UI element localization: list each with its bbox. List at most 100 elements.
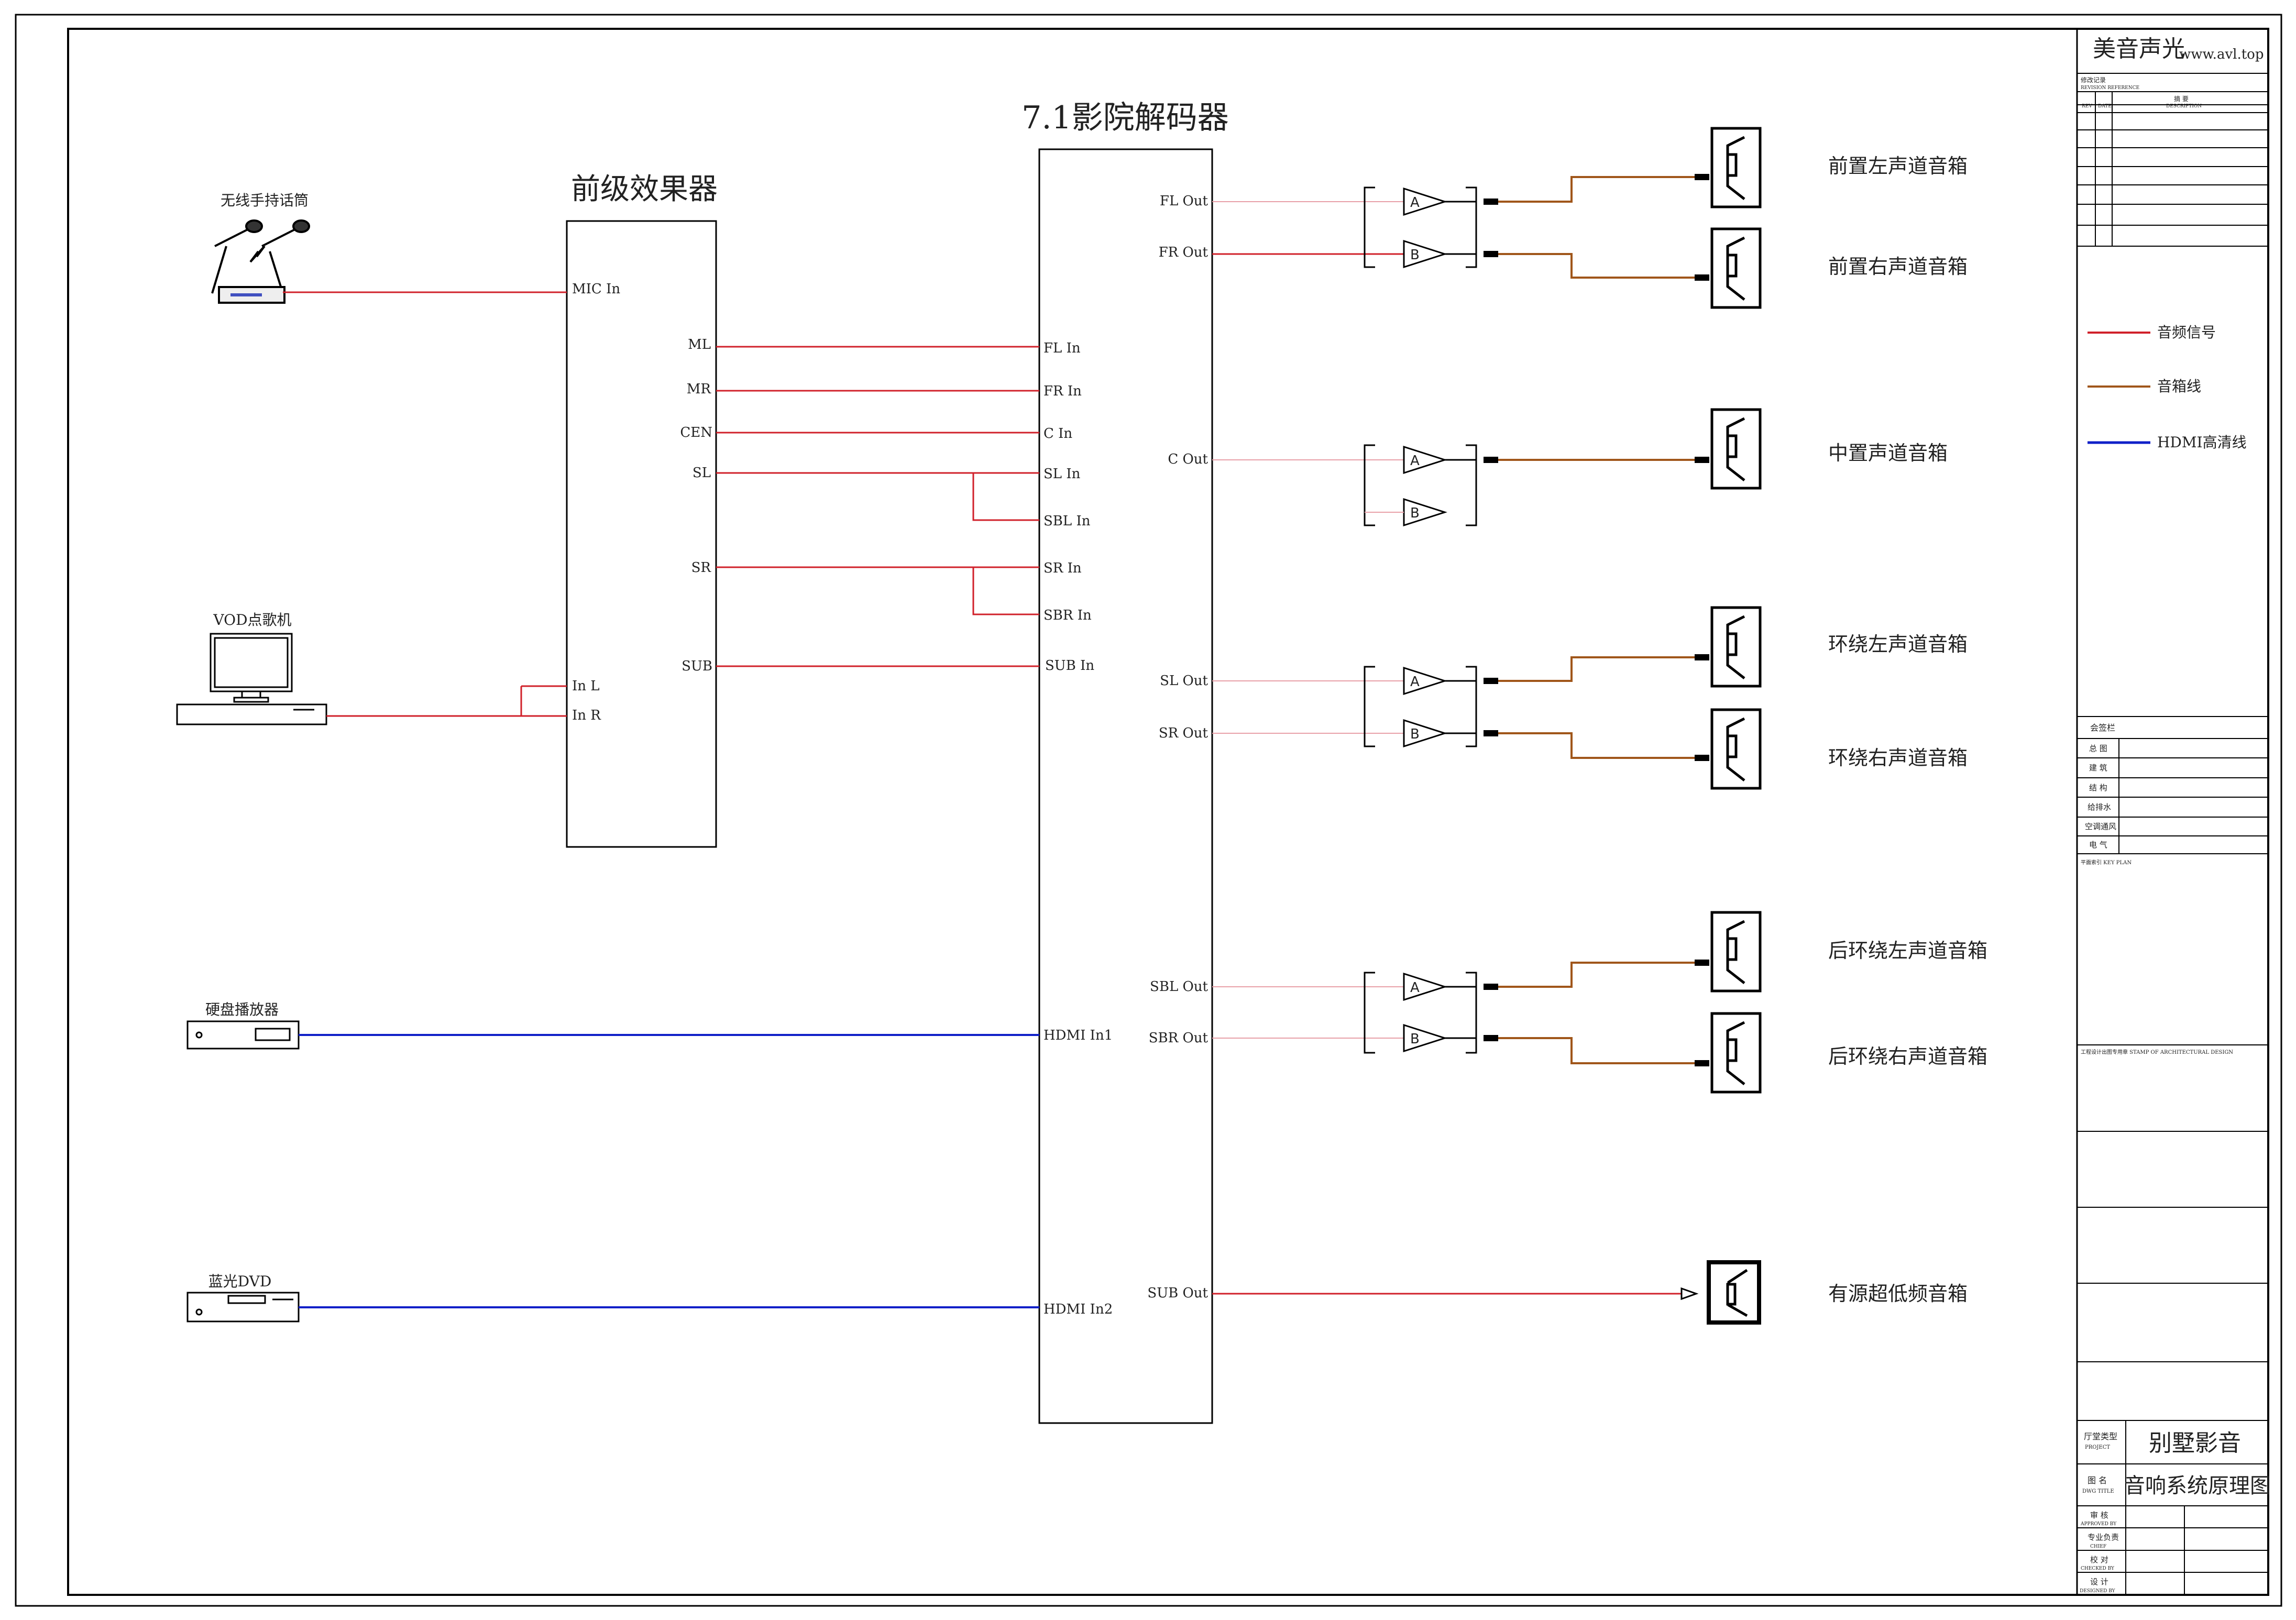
- decoder-out-sbl: SBL Out: [1150, 979, 1209, 995]
- amp-label-a: A: [1410, 195, 1420, 211]
- approval-cn: 校 对: [2090, 1555, 2108, 1564]
- hdd-player: 硬盘播放器: [186, 1001, 300, 1050]
- approval-cn: 专业负责: [2088, 1533, 2119, 1542]
- project-label-cn: 厅堂类型: [2084, 1431, 2117, 1441]
- preamp-in-r: In R: [572, 708, 601, 723]
- drawing-label-en: DWG TITLE: [2082, 1489, 2114, 1494]
- vod-label: VOD点歌机: [213, 611, 291, 629]
- computer-icon: [176, 633, 327, 725]
- amp-label-a: A: [1410, 453, 1420, 469]
- rev-col-date: DATE: [2098, 104, 2112, 109]
- preamp-block: 前级效果器 MIC In In L In R ML MR CEN SL SR S…: [566, 172, 718, 848]
- sign-header: 会签栏: [2090, 723, 2115, 733]
- legend-hdmi-label: HDMI高清线: [2157, 434, 2247, 451]
- revision-title-cn: 修改记录: [2081, 76, 2106, 84]
- approval-en: DESIGNED BY: [2080, 1589, 2116, 1594]
- speaker-icon: [1710, 911, 1762, 993]
- sign-row: 结 构: [2089, 783, 2107, 792]
- sub-input-arrow: [1680, 1287, 1699, 1301]
- speaker-icon: [1710, 227, 1762, 309]
- amp-label-a: A: [1410, 674, 1420, 690]
- decoder-title: 7.1影院解码器: [1021, 100, 1228, 136]
- preamp-box: [566, 220, 717, 848]
- speaker-label-sbr: 后环绕右声道音箱: [1828, 1045, 1987, 1068]
- decoder-in-sbl: SBL In: [1043, 513, 1091, 529]
- stamp-label: 工程设计出图专用章 STAMP OF ARCHITECTURAL DESIGN: [2081, 1049, 2233, 1055]
- speaker-icon: [1710, 1012, 1762, 1094]
- amp-label-b: B: [1410, 247, 1420, 263]
- decoder-in-sl: SL In: [1043, 466, 1081, 482]
- preamp-mic-in: MIC In: [572, 281, 620, 297]
- audio-wires: [283, 253, 1682, 1295]
- project-name: 别墅影音: [2149, 1430, 2241, 1457]
- decoder-in-hdmi2: HDMI In2: [1043, 1302, 1113, 1317]
- revision-title-en: REVISION REFERENCE: [2081, 85, 2139, 91]
- decoder-out-sr: SR Out: [1159, 725, 1209, 741]
- rev-desc-cn: 摘 要: [2174, 95, 2189, 103]
- preamp-out-mr: MR: [687, 381, 712, 397]
- speaker-label-sbl: 后环绕左声道音箱: [1828, 939, 1987, 962]
- title-block: [2076, 29, 2268, 1595]
- subwoofer-icon: [1707, 1260, 1761, 1325]
- drawing-title: 音响系统原理图: [2124, 1474, 2271, 1498]
- speaker-label-sl: 环绕左声道音箱: [1828, 633, 1968, 656]
- legend: 音频信号 音箱线 HDMI高清线: [2088, 324, 2247, 451]
- amp-rear: A B: [1364, 972, 1477, 1054]
- preamp-out-cen: CEN: [680, 425, 712, 440]
- speaker-labels: 前置左声道音箱 前置右声道音箱 中置声道音箱 环绕左声道音箱 环绕右声道音箱 后…: [1828, 155, 1987, 1305]
- decoder-out-c: C Out: [1168, 451, 1208, 467]
- preamp-out-sl: SL: [693, 465, 711, 481]
- approval-en: CHIEF: [2090, 1544, 2106, 1549]
- amp-label-b: B: [1410, 1031, 1420, 1047]
- legend-audio-label: 音频信号: [2157, 324, 2216, 341]
- decoder-in-sr: SR In: [1043, 560, 1082, 576]
- decoder-in-fr: FR In: [1043, 383, 1082, 399]
- amp-label-a: A: [1410, 980, 1420, 996]
- bluray-player-icon: [186, 1292, 300, 1323]
- speaker-icon: [1710, 408, 1762, 490]
- drawing-label-cn: 图 名: [2088, 1475, 2107, 1485]
- preamp-out-sr: SR: [691, 560, 712, 576]
- bluray-player: 蓝光DVD: [186, 1273, 300, 1323]
- approval-en: APPROVED BY: [2080, 1522, 2117, 1527]
- sign-row: 建 筑: [2089, 763, 2107, 773]
- microphone-icon: [211, 219, 310, 304]
- speaker-group: [1707, 127, 1762, 1325]
- speaker-icon: [1710, 708, 1762, 790]
- approval-en: CHECKED BY: [2081, 1566, 2115, 1571]
- inner-frame: [67, 28, 2269, 1596]
- amp-label-b: B: [1410, 505, 1420, 521]
- rev-col-desc: DESCRIPTION: [2166, 104, 2202, 109]
- preamp-out-ml: ML: [688, 337, 711, 352]
- decoder-in-c: C In: [1043, 426, 1072, 442]
- key-plan-label: 平面索引 KEY PLAN: [2081, 859, 2132, 866]
- decoder-in-sbr: SBR In: [1043, 608, 1092, 623]
- outer-frame: [15, 14, 2282, 1607]
- preamp-in-l: In L: [572, 678, 600, 694]
- preamp-title: 前级效果器: [571, 172, 718, 206]
- sign-row: 电 气: [2089, 840, 2107, 850]
- speaker-label-fl: 前置左声道音箱: [1828, 155, 1968, 178]
- amp-label-b: B: [1410, 726, 1420, 742]
- rev-col-rev: REV: [2082, 104, 2092, 109]
- speaker-icon: [1710, 127, 1762, 208]
- decoder-in-sub: SUB In: [1045, 658, 1094, 674]
- hdd-label: 硬盘播放器: [205, 1001, 279, 1018]
- amp-surround: A B: [1364, 666, 1477, 748]
- speaker-wires: [1498, 176, 1695, 1064]
- sign-row: 总 图: [2089, 744, 2107, 753]
- vod-player: VOD点歌机: [176, 611, 327, 725]
- amp-front: A B: [1364, 186, 1477, 269]
- speaker-label-c: 中置声道音箱: [1828, 442, 1948, 465]
- decoder-box: [1038, 148, 1213, 1424]
- speaker-label-fr: 前置右声道音箱: [1828, 255, 1968, 278]
- mic-label: 无线手持话筒: [221, 192, 309, 209]
- bluray-label: 蓝光DVD: [208, 1273, 272, 1290]
- brand-site: www.avl.top: [2179, 47, 2264, 62]
- legend-speaker-label: 音箱线: [2157, 378, 2201, 395]
- project-label-en: PROJECT: [2085, 1445, 2110, 1450]
- title-block-text: 美音声光 www.avl.top 修改记录 REVISION REFERENCE…: [2080, 36, 2271, 1594]
- decoder-block: 7.1影院解码器 FL In FR In C In SL In SBL In S…: [1021, 100, 1229, 1424]
- decoder-in-fl: FL In: [1043, 340, 1081, 356]
- speaker-label-sr: 环绕右声道音箱: [1828, 746, 1968, 769]
